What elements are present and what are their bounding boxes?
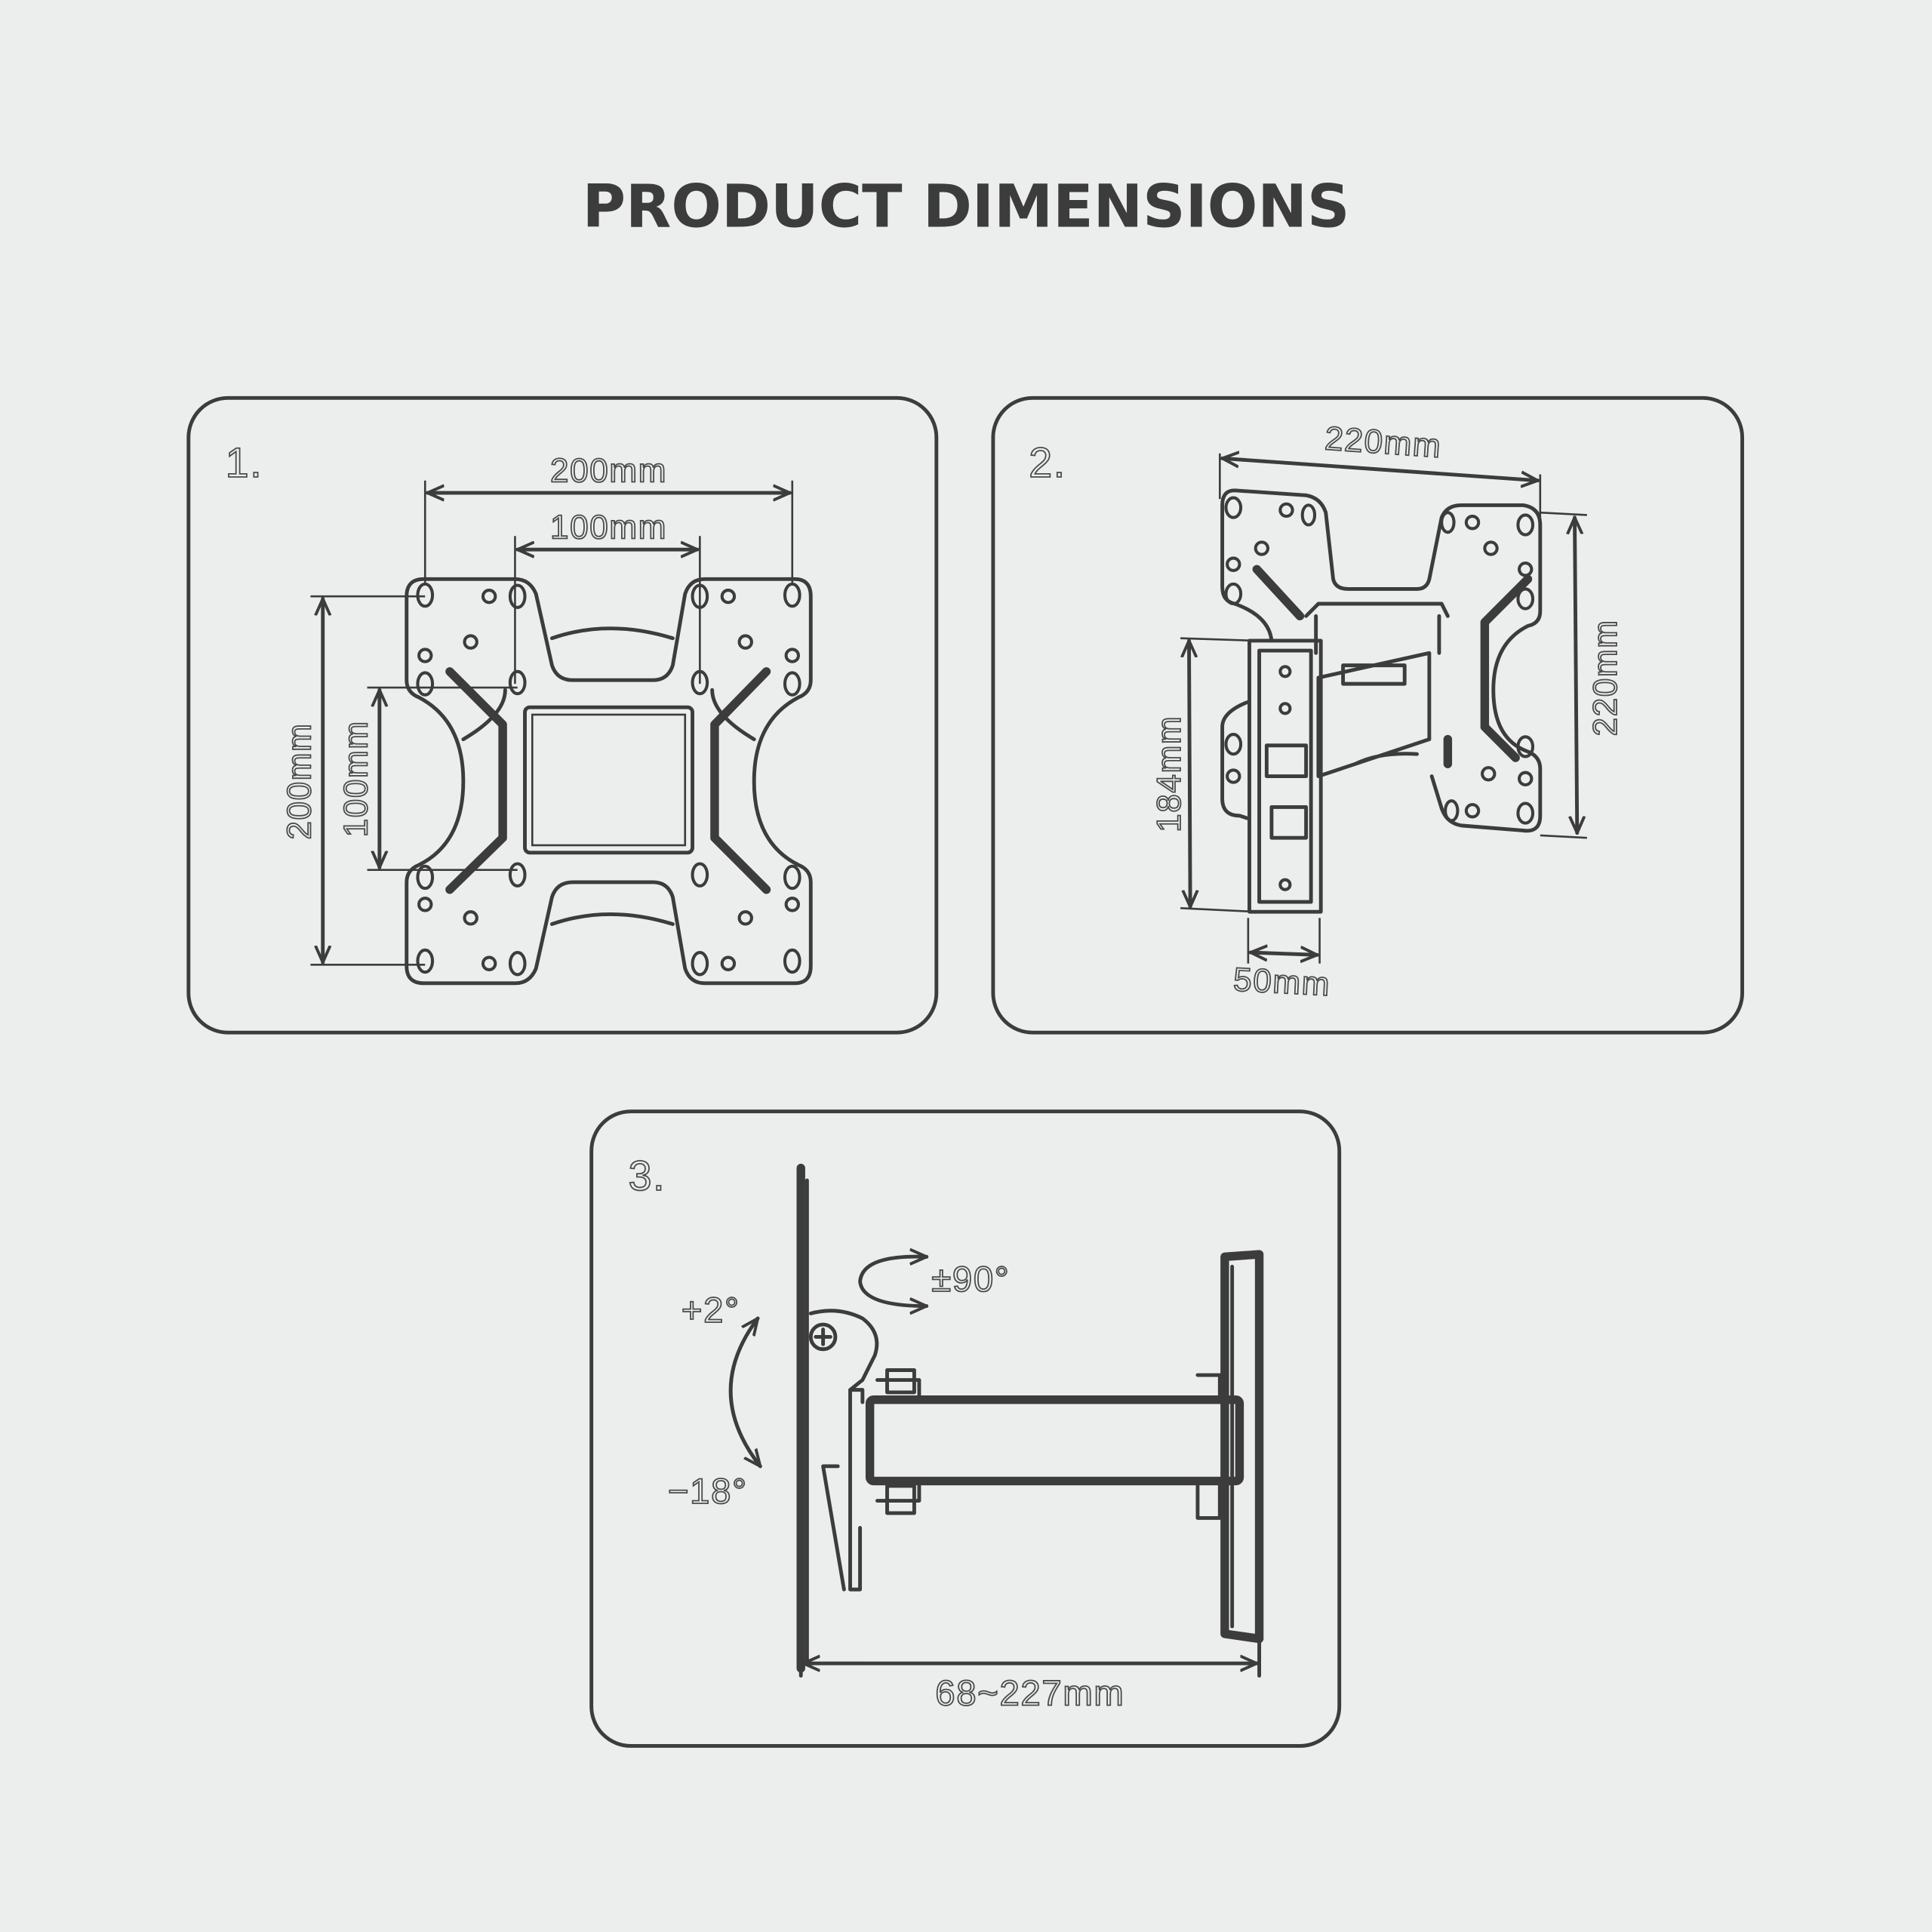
plate-height-label: 220mm: [1587, 619, 1624, 736]
vesa-plate-perspective: [1220, 488, 1543, 914]
page-title: PRODUCT DIMENSIONS: [583, 172, 1350, 241]
outer-height-label: 200mm: [281, 723, 318, 840]
inner-width-label: 100mm: [550, 509, 667, 546]
panel-number: 1.: [226, 439, 263, 486]
inner-height-label: 100mm: [338, 720, 375, 837]
wall-plate-width-label: 50mm: [1232, 961, 1331, 1004]
panel-number: 3.: [629, 1152, 666, 1199]
vesa-plate: [405, 577, 813, 986]
tilt-down-label: −18°: [668, 1472, 748, 1512]
plate-width-label: 220mm: [1324, 420, 1443, 466]
panel-2-perspective-view: 2. 2: [991, 395, 1745, 1035]
panel-1-front-view: 1.: [186, 395, 939, 1035]
tilt-up-label: +2°: [681, 1291, 740, 1331]
mount-side-profile: [796, 1164, 1264, 1673]
wall-plate-height-label: 184mm: [1151, 715, 1188, 832]
panel-number: 2.: [1029, 439, 1066, 486]
panel-3-side-view: 3. ±90° +2° −18° 68~227mm: [589, 1109, 1342, 1748]
swivel-angle-label: ±90°: [931, 1260, 1010, 1300]
extension-label: 68~227mm: [935, 1674, 1124, 1714]
outer-width-label: 200mm: [550, 452, 667, 489]
